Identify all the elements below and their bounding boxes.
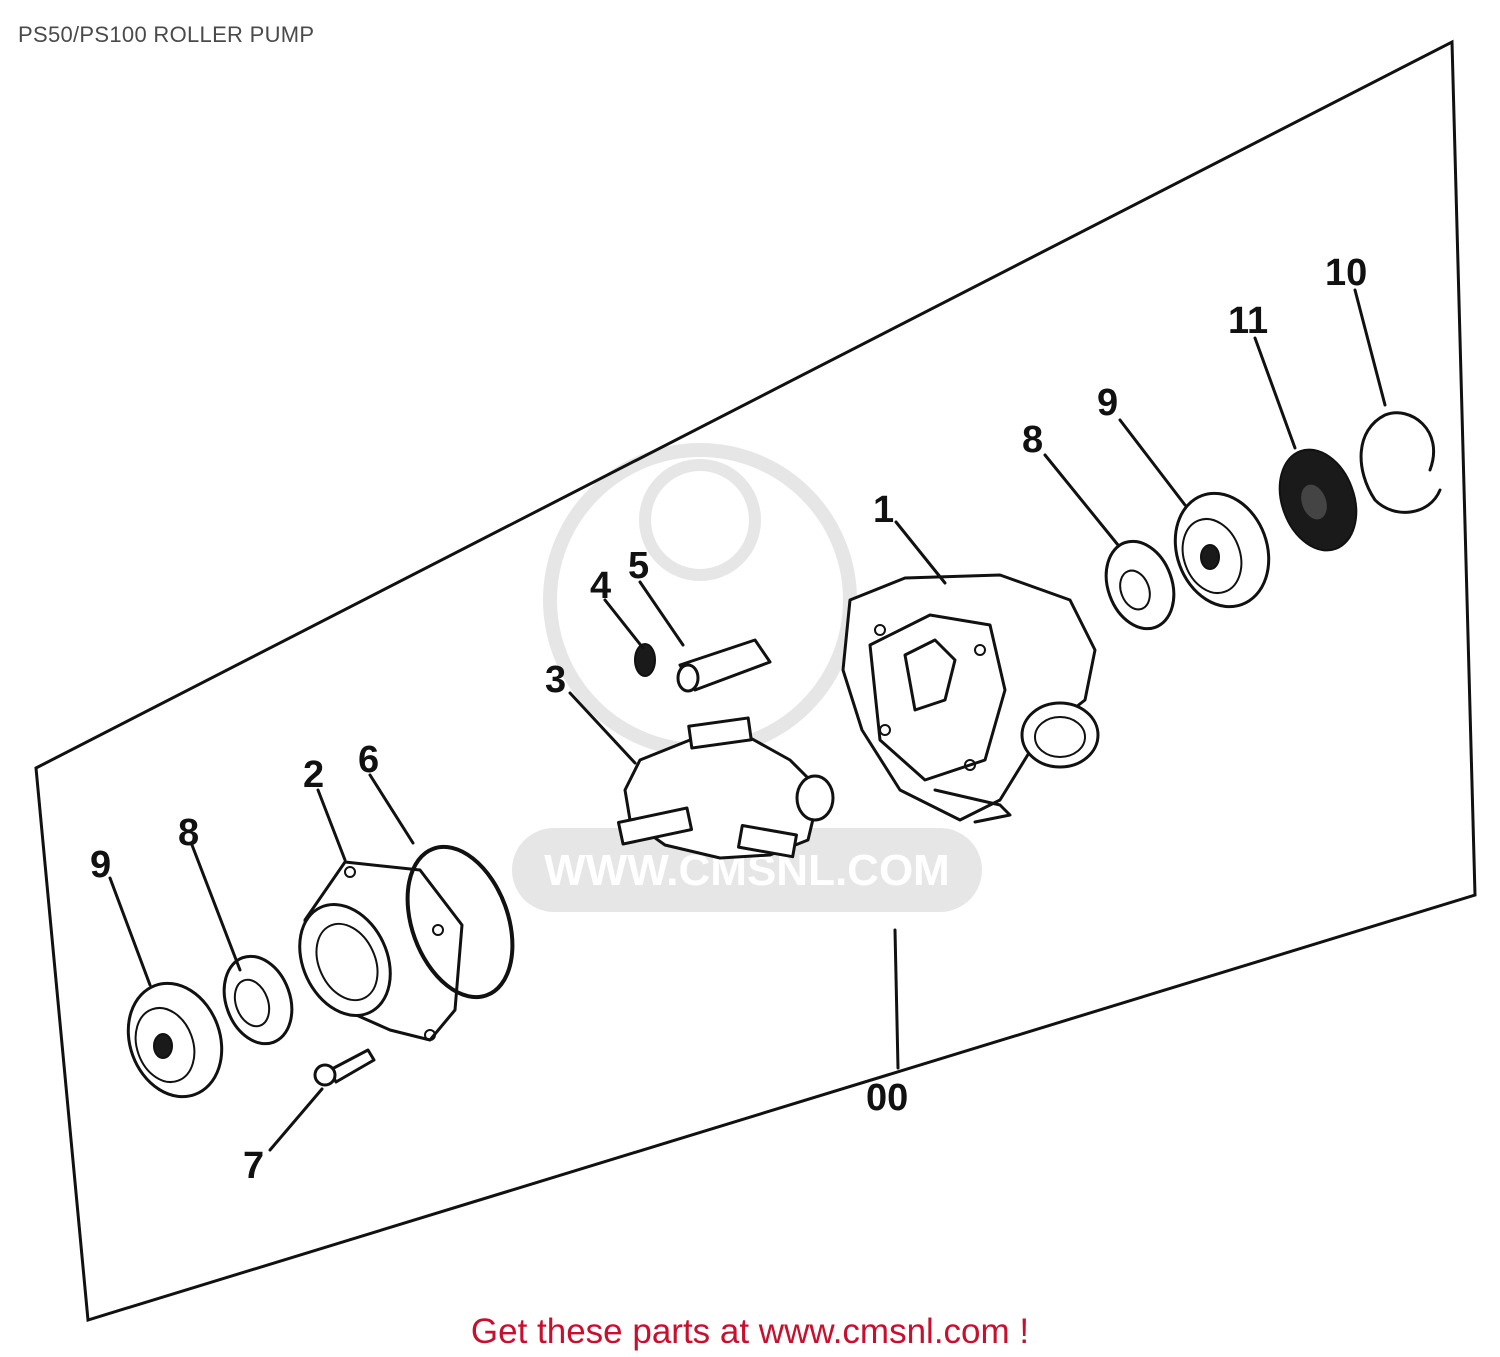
callout-3: 3: [545, 659, 566, 701]
footer-link[interactable]: Get these parts at www.cmsnl.com !: [470, 1312, 1030, 1351]
roller-pin-part: [676, 638, 772, 693]
callout-labels: 00 1 2 3 4 5 6 7 8 9 8 9 10 11: [90, 252, 1367, 1187]
seal-part: [1278, 448, 1358, 552]
callout-7: 7: [243, 1145, 264, 1187]
roller-rotor-part: [616, 716, 835, 860]
pump-cover-part: [298, 860, 464, 1042]
callout-9-right: 9: [1097, 382, 1118, 424]
callout-9-left: 9: [90, 844, 111, 886]
o-ring-part: [405, 844, 515, 1000]
circlip-part: [1359, 411, 1442, 514]
callout-11: 11: [1228, 300, 1268, 342]
callout-8-left: 8: [178, 812, 199, 854]
bearing-left-part: [126, 981, 224, 1099]
callout-5: 5: [628, 545, 649, 587]
callout-1: 1: [873, 489, 894, 531]
callout-10: 10: [1325, 252, 1367, 294]
small-roller-part: [634, 643, 656, 677]
callout-8-right: 8: [1022, 419, 1043, 461]
pump-body-part: [841, 573, 1100, 824]
bolt-part: [313, 1048, 376, 1087]
callout-00: 00: [866, 1077, 908, 1119]
callout-6: 6: [358, 739, 379, 781]
leader-lines: [108, 288, 1387, 1152]
callout-4: 4: [590, 565, 611, 607]
diagram-panel: [34, 39, 1477, 1322]
page-title: PS50/PS100 ROLLER PUMP: [18, 22, 315, 47]
oil-seal-right-part: [1104, 539, 1176, 631]
bearing-right-part: [1173, 491, 1271, 609]
callout-2: 2: [303, 754, 324, 796]
oil-seal-left-part: [222, 954, 294, 1046]
